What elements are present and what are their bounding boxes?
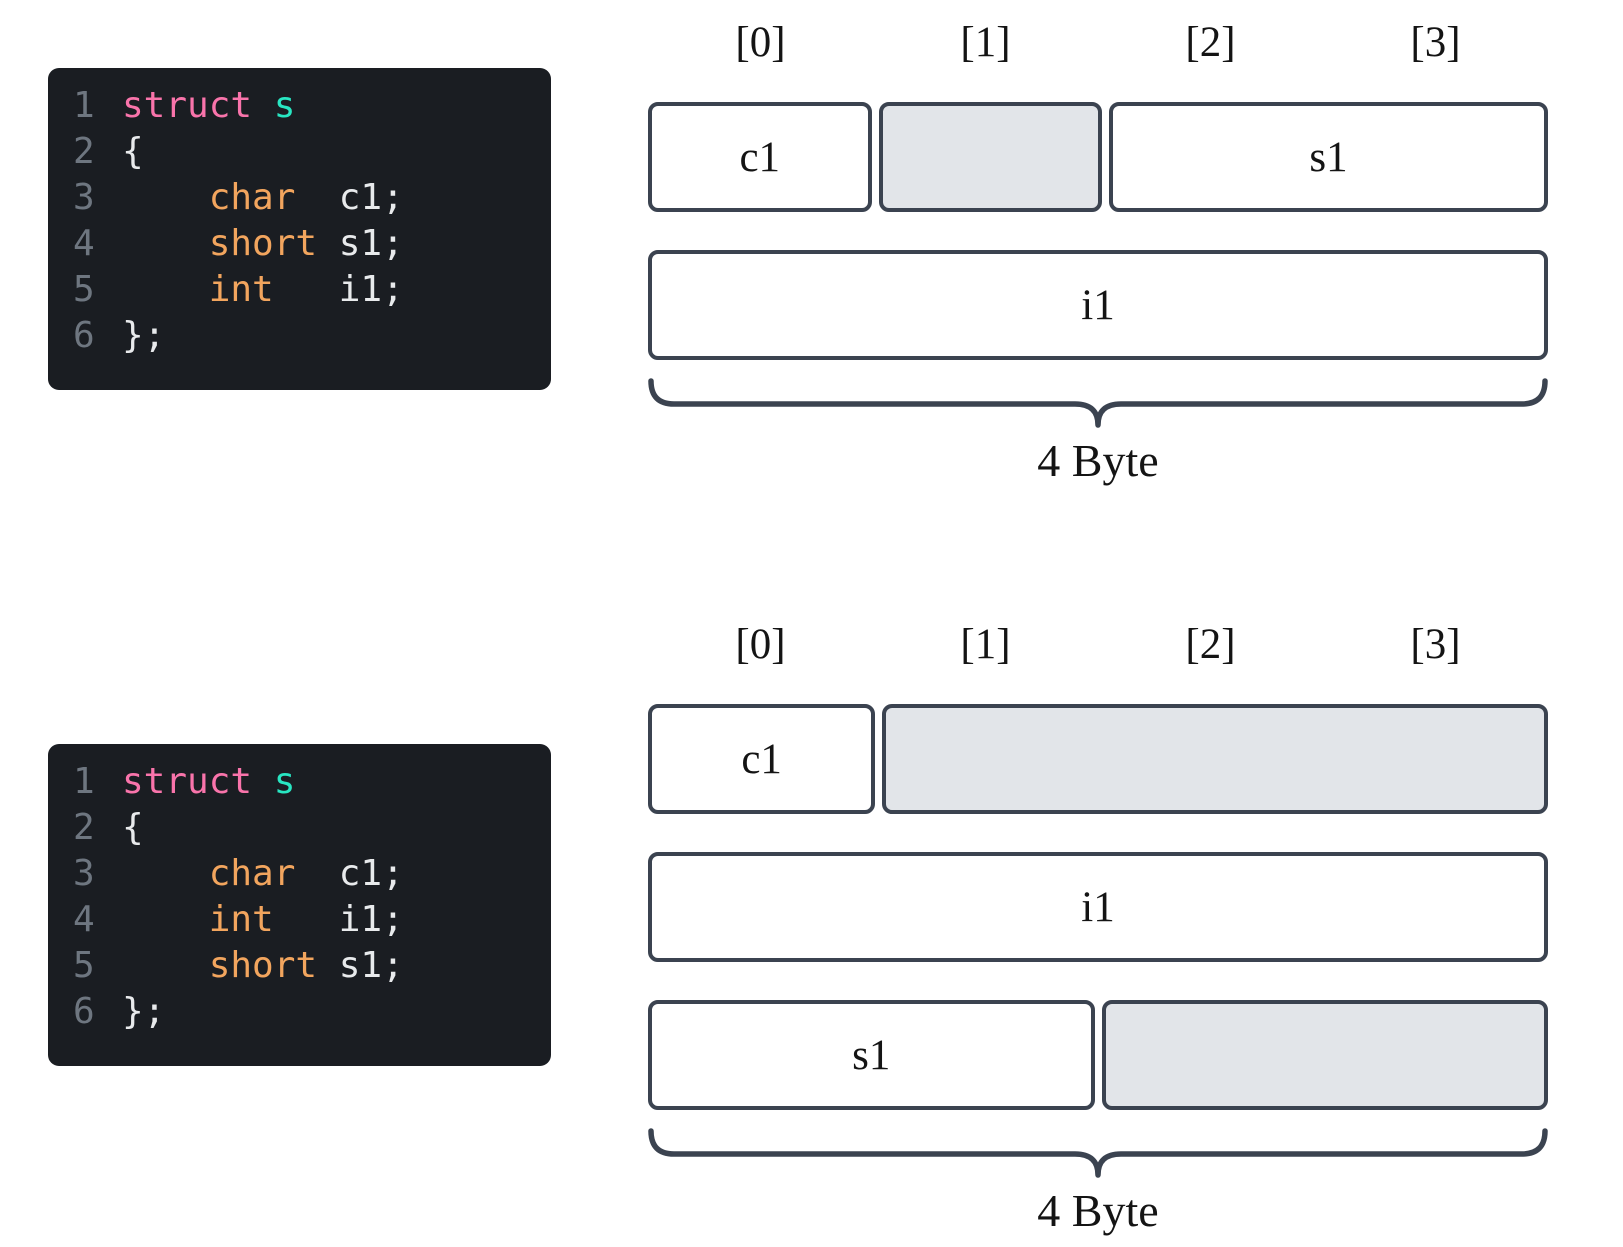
memory-diagram: [0] [1] [2] [3] c1 s1 i1 4 Byte [648, 18, 1548, 487]
memory-diagram: [0] [1] [2] [3] c1 i1 s1 4 Byte [648, 620, 1548, 1237]
code-token-plain: i1; [273, 269, 404, 310]
code-token-datatype: short [208, 945, 318, 986]
line-number: 1 [73, 761, 95, 802]
byte-index-label: [0] [735, 621, 786, 668]
byte-index-label: [3] [1410, 19, 1461, 66]
field-cell-i1: i1 [648, 250, 1548, 360]
code-token-plain: s1; [317, 223, 404, 264]
code-token-datatype: short [208, 223, 318, 264]
code-line: 2{ [73, 129, 541, 175]
memory-row: c1 [648, 704, 1548, 814]
code-line: 1 struct s [73, 759, 541, 805]
memory-row: c1 s1 [648, 102, 1548, 212]
padding-cell [878, 102, 1102, 212]
line-number: 3 [73, 177, 95, 218]
memory-rows: c1 s1 i1 [648, 102, 1548, 360]
total-size-label: 4 Byte [1037, 435, 1159, 486]
byte-index-header-row: [0] [1] [2] [3] [648, 620, 1548, 668]
field-cell-s1: s1 [648, 1000, 1095, 1110]
line-number: 4 [73, 223, 95, 264]
code-line: 3 char c1; [73, 851, 541, 897]
byte-index-label: [3] [1410, 621, 1461, 668]
memory-row: s1 [648, 1000, 1548, 1110]
byte-index-label: [1] [960, 621, 1011, 668]
code-line: 3 char c1; [73, 175, 541, 221]
code-token-plain: s1; [317, 945, 404, 986]
code-token-datatype: int [208, 269, 274, 310]
field-cell-c1: c1 [648, 704, 876, 814]
code-line: 6}; [73, 313, 541, 359]
line-number: 2 [73, 807, 95, 848]
line-number: 5 [73, 269, 95, 310]
code-token-keyword: struct [122, 761, 253, 802]
memory-rows: c1 i1 s1 [648, 704, 1548, 1110]
code-line: 4 short s1; [73, 221, 541, 267]
code-line: 2{ [73, 805, 541, 851]
code-token-plain [122, 853, 209, 894]
line-number: 6 [73, 315, 95, 356]
byte-index-label: [0] [735, 19, 786, 66]
total-size-label: 4 Byte [1037, 1185, 1159, 1236]
code-line: 6}; [73, 989, 541, 1035]
code-token-plain: c1; [295, 177, 404, 218]
code-line: 1 struct s [73, 83, 541, 129]
byte-index-label: [2] [1185, 621, 1236, 668]
byte-span-brace [648, 1126, 1548, 1178]
line-number: 4 [73, 899, 95, 940]
code-token-datatype: int [208, 899, 274, 940]
code-token-datatype: char [208, 853, 296, 894]
code-token-plain [122, 899, 209, 940]
code-token-plain: i1; [273, 899, 404, 940]
code-token-plain: c1; [295, 853, 404, 894]
code-token-typename: s [273, 85, 296, 126]
line-number: 2 [73, 131, 95, 172]
code-token-plain: }; [122, 991, 166, 1032]
memory-row: i1 [648, 250, 1548, 360]
code-token-plain: { [122, 131, 144, 172]
line-number: 3 [73, 853, 95, 894]
byte-index-header-row: [0] [1] [2] [3] [648, 18, 1548, 66]
field-cell-i1: i1 [648, 852, 1548, 962]
padding-cell [882, 704, 1548, 814]
code-line: 5 short s1; [73, 943, 541, 989]
code-token-plain [252, 761, 274, 802]
code-token-datatype: char [208, 177, 296, 218]
byte-index-label: [1] [960, 19, 1011, 66]
code-line: 5 int i1; [73, 267, 541, 313]
byte-index-label: [2] [1185, 19, 1236, 66]
memory-row: i1 [648, 852, 1548, 962]
code-token-keyword: struct [122, 85, 253, 126]
code-token-plain: { [122, 807, 144, 848]
code-token-typename: s [273, 761, 296, 802]
field-cell-s1: s1 [1109, 102, 1548, 212]
code-token-plain: }; [122, 315, 166, 356]
line-number: 5 [73, 945, 95, 986]
byte-span-brace [648, 376, 1548, 428]
line-number: 6 [73, 991, 95, 1032]
code-line: 4 int i1; [73, 897, 541, 943]
field-cell-c1: c1 [648, 102, 872, 212]
padding-cell [1101, 1000, 1548, 1110]
code-token-plain [122, 945, 209, 986]
line-number: 1 [73, 85, 95, 126]
